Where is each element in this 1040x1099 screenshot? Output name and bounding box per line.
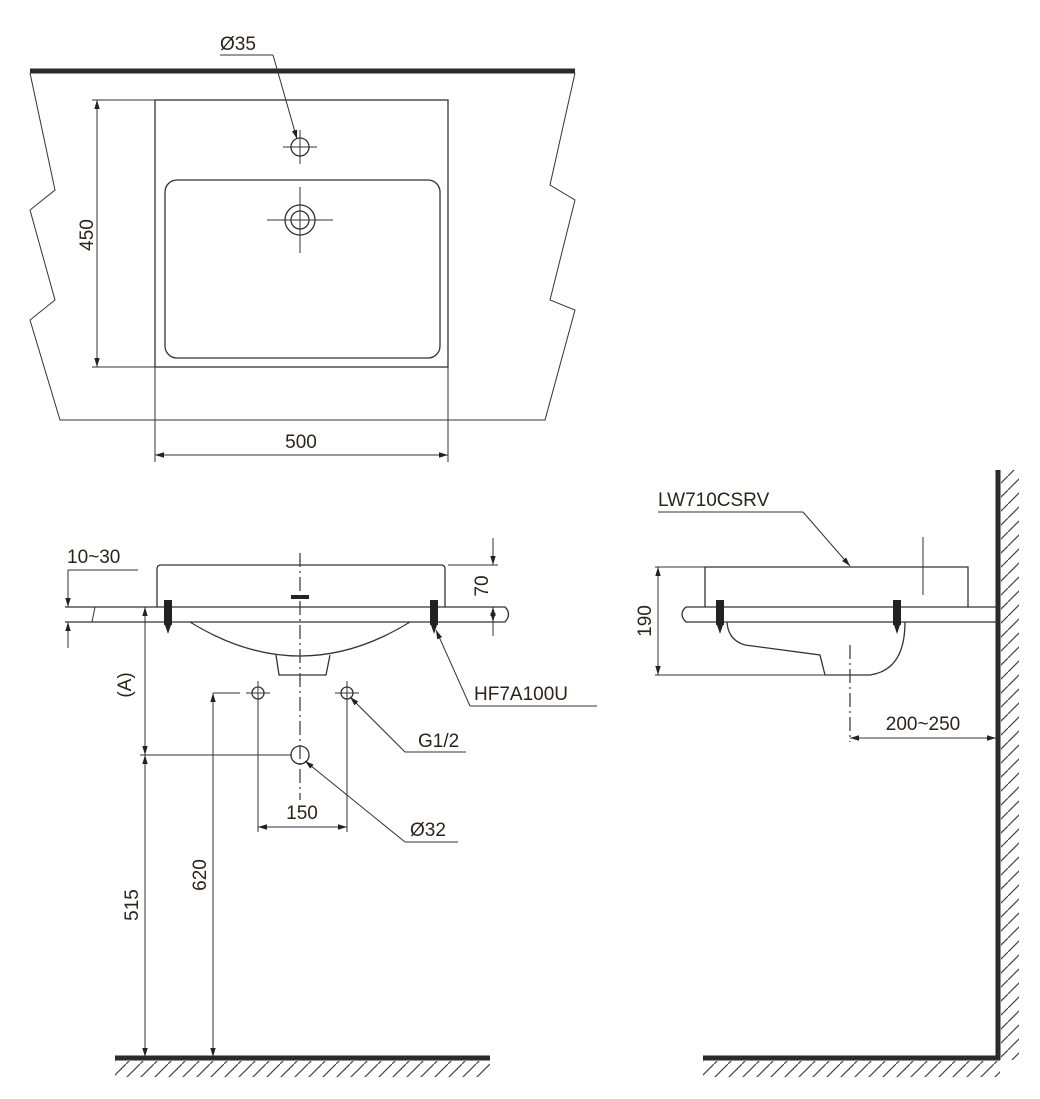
supply-hole-icons — [246, 681, 359, 705]
drain-label: Ø32 — [410, 820, 446, 841]
countertop-outline — [29, 72, 576, 421]
floor-hatch — [115, 1061, 490, 1077]
wall-distance-label: 200~250 — [886, 714, 961, 735]
basin-outline — [154, 99, 449, 368]
hole-diameter-label: Ø35 — [220, 34, 256, 55]
height-515-label: 515 — [122, 889, 143, 921]
dimension-150: 150 — [257, 705, 348, 832]
height-a-label: (A) — [115, 672, 136, 697]
counter-offset-label: 10~30 — [67, 547, 120, 568]
countertop-section — [681, 606, 998, 623]
top-view: 450 500 Ø35 — [29, 34, 576, 462]
side-view: 190 200~250 LW710CSRV — [635, 470, 1019, 1077]
dimension-190: 190 — [635, 566, 705, 675]
bracket-icons — [716, 600, 901, 634]
basin-bowl — [164, 179, 441, 359]
basin-rim — [704, 566, 969, 607]
bracket-leader: HF7A100U — [435, 629, 597, 707]
drain-hole-icon — [267, 187, 333, 253]
supply-spacing-label: 150 — [286, 803, 318, 824]
supply-label: G1/2 — [418, 731, 459, 752]
dimension-515: 515 — [122, 755, 148, 1057]
dimension-200-250: 200~250 — [849, 645, 996, 742]
height-620-label: 620 — [190, 859, 211, 891]
dimension-500: 500 — [154, 367, 449, 462]
drain-leader: Ø32 — [304, 760, 458, 843]
drain-outlet-icon — [290, 745, 310, 765]
bracket-icons — [164, 600, 438, 634]
floor-hatch — [703, 1061, 1000, 1077]
dimension-70: 70 — [448, 538, 498, 636]
hole-leader: Ø35 — [220, 34, 298, 140]
basin-rim — [156, 564, 446, 607]
dimension-620: 620 — [190, 692, 240, 1057]
wall-hatch — [1001, 470, 1019, 1060]
width-label: 500 — [285, 432, 317, 453]
model-label: LW710CSRV — [658, 490, 770, 511]
rim-height-label: 70 — [472, 575, 493, 596]
countertop-section — [65, 606, 510, 623]
dimension-450: 450 — [77, 99, 155, 368]
height-190-label: 190 — [635, 605, 656, 637]
basin-bowl-profile — [726, 621, 906, 676]
dimension-a: (A) — [115, 607, 148, 755]
supply-leader: G1/2 — [349, 696, 466, 753]
model-leader: LW710CSRV — [658, 490, 851, 567]
tap-hole-icon — [283, 130, 317, 164]
front-view: 70 10~30 (A) 515 620 150 G1/2 Ø32 — [65, 538, 597, 1077]
dimension-10-30: 10~30 — [65, 547, 138, 648]
bracket-label: HF7A100U — [474, 684, 568, 705]
depth-label: 450 — [77, 219, 98, 251]
